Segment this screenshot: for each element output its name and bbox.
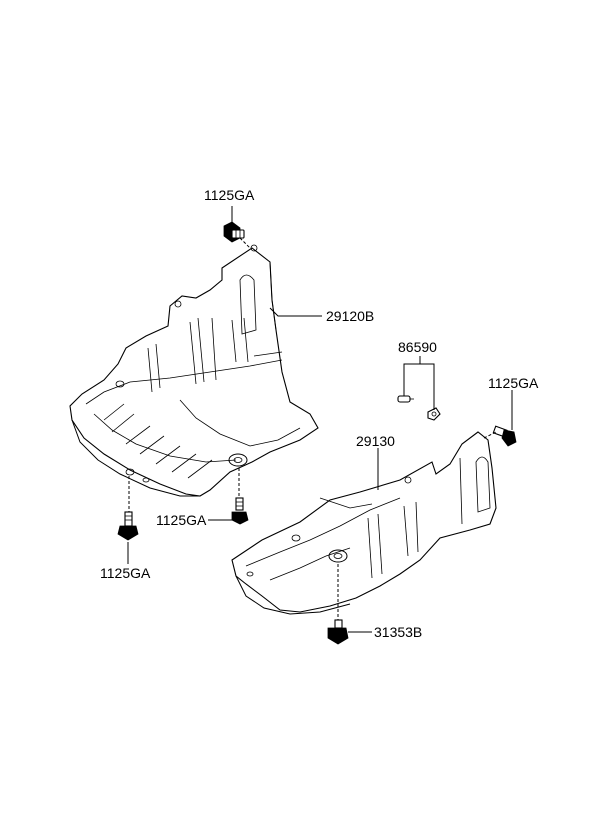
label-bolt-left: 1125GA xyxy=(100,565,151,581)
label-bolt-top: 1125GA xyxy=(204,187,255,203)
leader-clip xyxy=(403,356,435,410)
label-bolt-center: 1125GA xyxy=(156,512,207,528)
leader-cover-upper xyxy=(269,307,322,317)
bolt-left-part[interactable] xyxy=(117,511,139,541)
label-cover-upper: 29120B xyxy=(326,308,374,324)
bolt-right-guide-line xyxy=(483,431,497,439)
bolt-right-part[interactable] xyxy=(492,425,517,447)
clip-grommet-part[interactable] xyxy=(427,407,441,421)
label-bolt-right: 1125GA xyxy=(488,375,539,391)
bolt-top-guide-line xyxy=(239,237,251,249)
bolt-center-part[interactable] xyxy=(231,497,249,525)
under-cover-upper-part[interactable] xyxy=(69,244,319,497)
nut-bottom-part[interactable] xyxy=(327,619,349,645)
under-cover-lower-part[interactable] xyxy=(231,431,497,615)
label-cover-lower: 29130 xyxy=(356,433,395,449)
label-clip: 86590 xyxy=(398,339,437,355)
clip-pin-part[interactable] xyxy=(397,395,414,403)
label-nut-bottom: 31353B xyxy=(374,624,422,640)
